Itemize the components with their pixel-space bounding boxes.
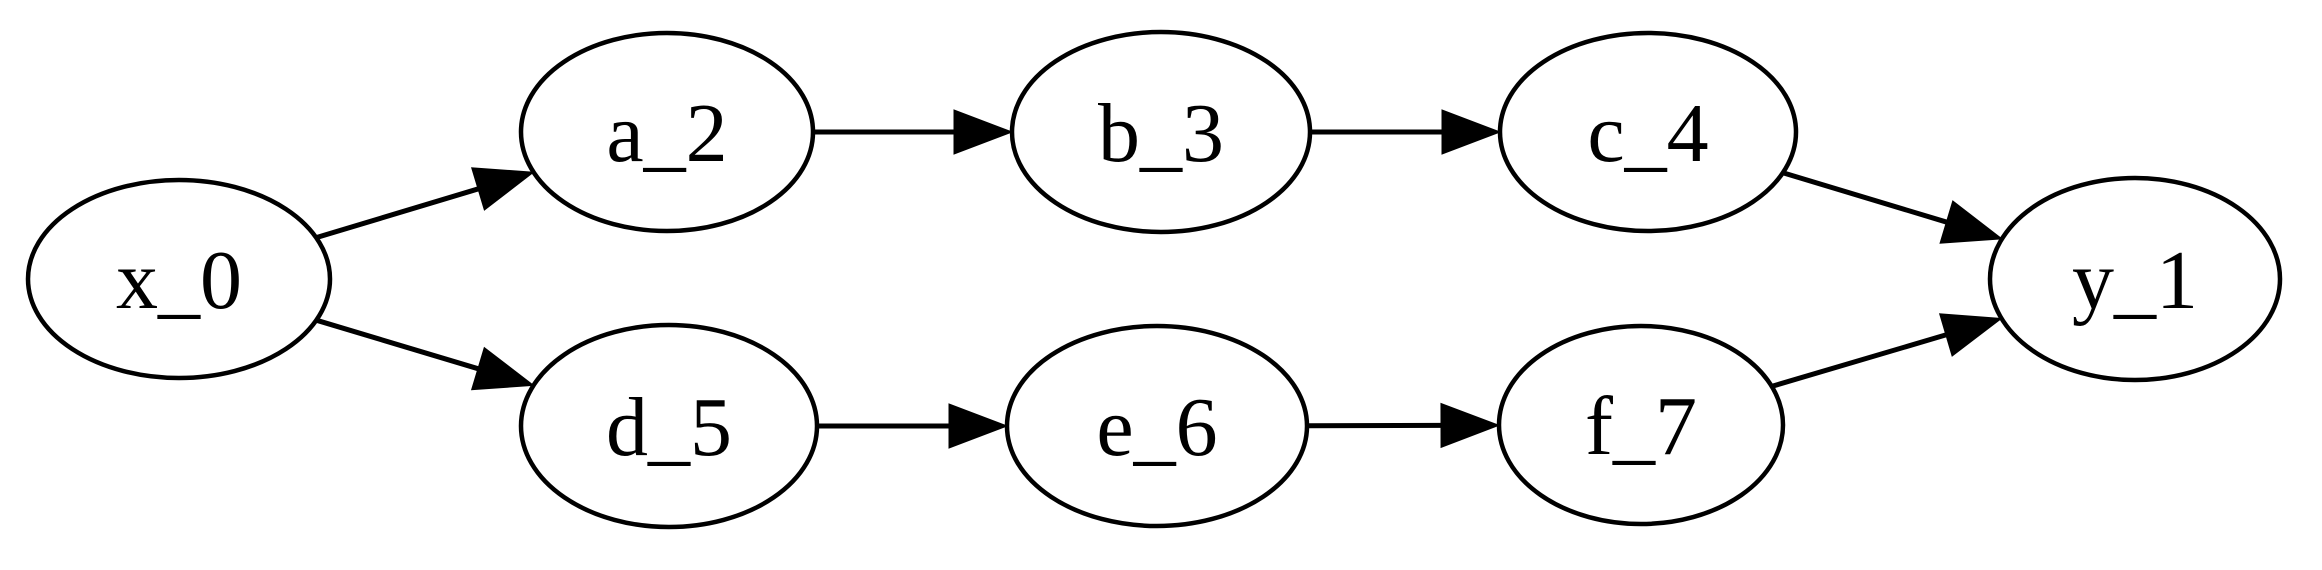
- node-label: a_2: [606, 87, 727, 180]
- node-ellipse: [518, 30, 816, 234]
- arrowhead-icon: [948, 403, 1009, 449]
- node-ellipse: [1497, 30, 1799, 234]
- node-label: x_0: [116, 234, 242, 327]
- edge-d_5-e_6: [817, 403, 1009, 449]
- edge-c_4-y_1: [1782, 170, 2004, 244]
- arrowhead-icon: [1441, 109, 1502, 155]
- arrowhead-icon: [470, 346, 535, 391]
- node-e_6: e_6: [1004, 323, 1310, 529]
- node-label: y_1: [2072, 234, 2198, 327]
- node-f_7: f_7: [1496, 323, 1786, 527]
- node-label: e_6: [1096, 381, 1217, 474]
- node-label: d_5: [606, 381, 732, 474]
- node-label: f_7: [1585, 380, 1697, 473]
- edge-f_7-y_1: [1771, 313, 2003, 389]
- arrowhead-icon: [1939, 200, 2004, 244]
- node-label: c_4: [1587, 87, 1708, 180]
- node-c_4: c_4: [1497, 30, 1799, 234]
- node-x_0: x_0: [25, 177, 333, 381]
- edge-a_2-b_3: [813, 109, 1014, 155]
- arrowhead-icon: [953, 109, 1014, 155]
- node-ellipse: [1496, 323, 1786, 527]
- edge-x_0-d_5: [315, 317, 535, 391]
- node-ellipse: [1987, 175, 2283, 383]
- edge-line: [315, 186, 479, 241]
- node-y_1: y_1: [1987, 175, 2283, 383]
- node-d_5: d_5: [518, 322, 820, 530]
- arrowhead-icon: [1938, 313, 2003, 357]
- node-label: b_3: [1098, 87, 1224, 180]
- edge-x_0-a_2: [315, 167, 535, 241]
- node-b_3: b_3: [1009, 29, 1313, 235]
- edge-line: [315, 317, 479, 372]
- node-ellipse: [1009, 29, 1313, 235]
- node-ellipse: [1004, 323, 1310, 529]
- node-a_2: a_2: [518, 30, 816, 234]
- node-ellipse: [25, 177, 333, 381]
- arrowhead-icon: [471, 167, 535, 211]
- edge-e_6-f_7: [1306, 402, 1501, 449]
- node-ellipse: [518, 322, 820, 530]
- edge-line: [1771, 332, 1947, 389]
- edge-line: [1782, 170, 1948, 225]
- edge-b_3-c_4: [1310, 109, 1502, 155]
- arrowhead-icon: [1440, 402, 1501, 449]
